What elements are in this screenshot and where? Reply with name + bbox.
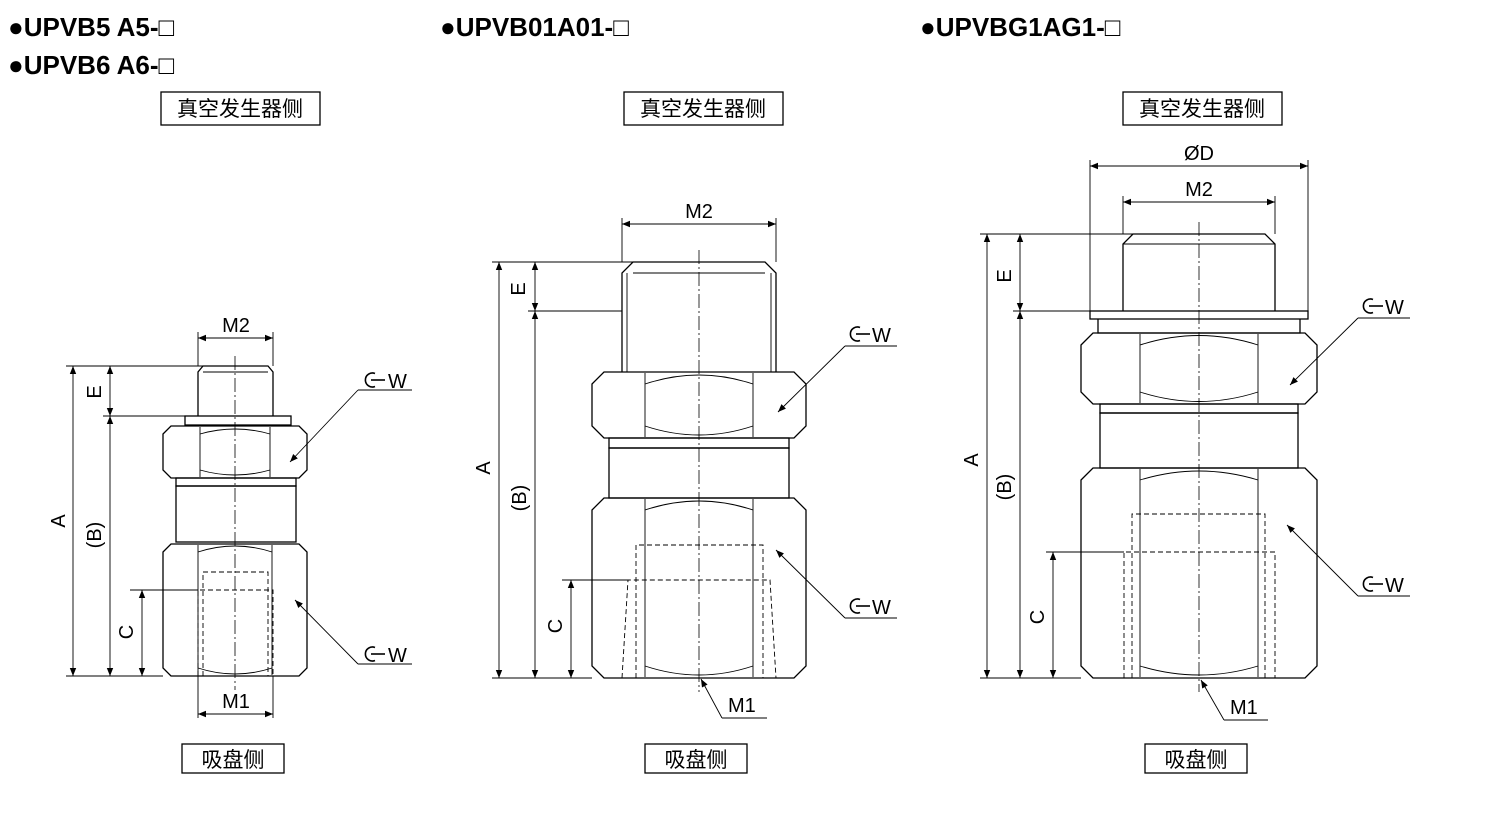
dim-m1-left: M1 (222, 691, 250, 713)
wrench-icon (364, 646, 386, 662)
dim-a-middle: A (473, 461, 495, 475)
svg-text:吸盘侧: 吸盘侧 (1165, 748, 1228, 772)
fitting-drawing-middle: M2 A E (B) C M1 W W (473, 201, 897, 719)
dim-w-upper-left: W (388, 371, 407, 393)
dim-c-right: C (1027, 610, 1049, 624)
dim-m2-middle: M2 (685, 201, 713, 223)
dim-e-middle: E (508, 282, 530, 295)
dim-w-upper-right: W (1385, 297, 1404, 319)
dim-a-right: A (961, 453, 983, 467)
title-upvbg1: ●UPVBG1AG1-□ (920, 12, 1121, 42)
svg-text:吸盘侧: 吸盘侧 (665, 748, 728, 772)
pad-side-label-middle: 吸盘侧 (644, 743, 748, 774)
dim-w-lower-left: W (388, 645, 407, 667)
generator-side-label-left: 真空发生器侧 (160, 91, 321, 126)
dim-e-left: E (84, 385, 106, 398)
title-upvb6: ●UPVB6 A6-□ (8, 50, 175, 80)
wrench-icon (1362, 576, 1384, 592)
fitting-drawing-left: M2 A E (B) C M1 W W (48, 315, 412, 718)
dim-m2-right: M2 (1185, 179, 1213, 201)
generator-side-label-right: 真空发生器侧 (1122, 91, 1283, 126)
dim-a-left: A (48, 514, 70, 528)
wrench-icon (1362, 298, 1384, 314)
title-upvb5: ●UPVB5 A5-□ (8, 12, 175, 42)
dim-b-left: (B) (84, 522, 106, 549)
dim-b-right: (B) (994, 474, 1016, 501)
dim-od-right: ØD (1184, 143, 1214, 165)
dim-c-middle: C (545, 619, 567, 633)
svg-text:吸盘侧: 吸盘侧 (202, 748, 265, 772)
svg-text:真空发生器侧: 真空发生器侧 (177, 97, 303, 121)
dim-w-lower-right: W (1385, 575, 1404, 597)
fitting-drawing-right: ØD M2 A E (B) C M1 W W (961, 143, 1410, 721)
dim-c-left: C (116, 625, 138, 639)
wrench-icon (849, 326, 871, 342)
dim-m1-right: M1 (1230, 697, 1258, 719)
svg-text:真空发生器侧: 真空发生器侧 (1139, 97, 1265, 121)
dim-e-right: E (994, 269, 1016, 282)
svg-text:真空发生器侧: 真空发生器侧 (640, 97, 766, 121)
pad-side-label-left: 吸盘侧 (181, 743, 285, 774)
dim-w-upper-middle: W (872, 325, 891, 347)
dim-m2-left: M2 (222, 315, 250, 337)
dim-b-middle: (B) (509, 485, 531, 512)
dim-w-lower-middle: W (872, 597, 891, 619)
wrench-icon (849, 598, 871, 614)
title-upvb01: ●UPVB01A01-□ (440, 12, 629, 42)
wrench-icon (364, 372, 386, 388)
generator-side-label-middle: 真空发生器侧 (623, 91, 784, 126)
pad-side-label-right: 吸盘侧 (1144, 743, 1248, 774)
dim-m1-middle: M1 (728, 695, 756, 717)
